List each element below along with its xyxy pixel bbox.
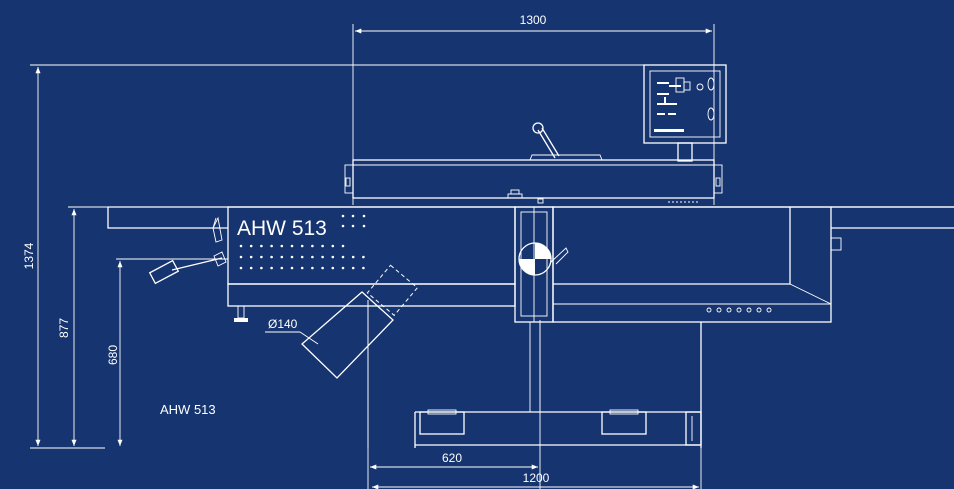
upper-housing (344, 122, 723, 199)
vent-dot (270, 244, 273, 248)
vent-dot (341, 244, 345, 248)
status-light (726, 307, 732, 313)
vent-dot (260, 244, 263, 248)
vent-dot (280, 244, 284, 248)
dimension-1200: 1200 (372, 322, 702, 489)
handwheel-lever (148, 251, 227, 285)
dimension-infeed-height: 680 (106, 258, 228, 446)
status-light (706, 307, 712, 313)
machine-caption: AHW 513 (160, 402, 216, 417)
outfeed-table (552, 206, 954, 323)
ventilation-dots (239, 214, 366, 270)
machine-base (367, 306, 702, 448)
vent-dot (351, 266, 355, 270)
vent-dot (300, 255, 304, 259)
vent-dot (239, 244, 243, 248)
dimension-label-1374: 1374 (22, 242, 36, 269)
vent-dot (362, 266, 365, 270)
vent-dot (341, 214, 345, 218)
status-light (716, 307, 722, 313)
vent-dot (270, 266, 273, 270)
vent-dot (260, 255, 263, 259)
dimension-label-1200: 1200 (523, 471, 550, 485)
dimension-label-877: 877 (57, 318, 71, 338)
vent-dot (290, 255, 294, 259)
vent-dot (331, 244, 335, 248)
vent-dot (311, 244, 314, 248)
vent-dot (321, 244, 324, 248)
dimension-label-diameter: Ø140 (268, 317, 298, 331)
vent-dot (249, 255, 253, 259)
vent-dot (351, 224, 355, 228)
control-panel (643, 64, 727, 162)
dimension-table-height: 877 (57, 206, 108, 446)
vent-dot (311, 255, 314, 259)
vent-dot (300, 266, 304, 270)
dimension-620: 620 (367, 300, 541, 489)
vent-dot (331, 266, 335, 270)
vent-dot (341, 224, 345, 228)
vent-dot (290, 266, 294, 270)
machine-model-label: AHW 513 (237, 217, 327, 240)
status-light (756, 307, 762, 313)
vent-dot (290, 244, 294, 248)
dimension-label-680: 680 (106, 345, 120, 365)
vent-dot (331, 255, 335, 259)
status-light (736, 307, 742, 313)
status-light (746, 307, 752, 313)
dimension-label-1300: 1300 (520, 13, 547, 27)
vent-dot (362, 255, 365, 259)
vent-dot (311, 266, 314, 270)
vent-dot (351, 214, 355, 218)
vent-dot (362, 224, 366, 228)
dimension-overall-width: 1300 (352, 13, 715, 205)
vent-dot (249, 244, 253, 248)
vent-dot (280, 255, 284, 259)
cutter-guard-column (514, 206, 569, 323)
vent-dot (341, 255, 345, 259)
vent-dot (351, 255, 355, 259)
status-light (766, 307, 772, 313)
vent-dot (362, 214, 366, 218)
vent-dot (300, 244, 304, 248)
vent-dot (239, 255, 243, 259)
cutter-diameter-callout: Ø140 (265, 317, 319, 345)
dimension-overall-height: 1374 (22, 64, 647, 449)
vent-dot (321, 255, 324, 259)
vent-dot (321, 266, 324, 270)
extraction-hood (301, 264, 419, 379)
vent-dot (249, 266, 253, 270)
vent-dot (260, 266, 263, 270)
dimension-label-620: 620 (442, 451, 462, 465)
infeed-table: AHW 513 (107, 206, 516, 322)
status-lights (706, 307, 772, 313)
vent-dot (270, 255, 273, 259)
vent-dot (280, 266, 284, 270)
vent-dot (239, 266, 243, 270)
vent-dot (341, 266, 345, 270)
